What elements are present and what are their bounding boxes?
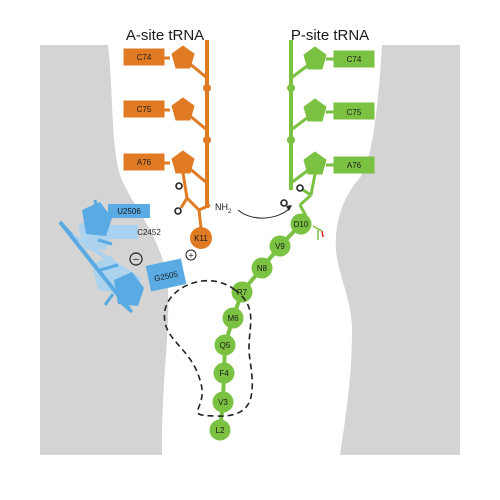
p-site-title: P-site tRNA bbox=[291, 27, 369, 44]
peptide-residue-q5 bbox=[214, 334, 236, 356]
a-site-c75-label: C75 bbox=[137, 105, 152, 114]
ribose-icon bbox=[171, 45, 195, 69]
peptide-residue-d10 bbox=[290, 213, 312, 235]
ribose-icon bbox=[114, 272, 144, 306]
phosphate-icon bbox=[287, 84, 295, 92]
carbonyl-mark-icon bbox=[312, 225, 323, 232]
p-site-nucleotide-c74 bbox=[333, 50, 375, 68]
p-site-nucleotide-a76 bbox=[333, 156, 375, 174]
peptide-residue-label: F4 bbox=[219, 369, 229, 378]
ribose-icon bbox=[303, 98, 327, 122]
rrna-u2506-label: U2506 bbox=[117, 207, 141, 216]
a-site-residue-k11 bbox=[190, 227, 212, 249]
ribose-icon bbox=[171, 150, 195, 174]
rrna-c2452-label: C2452 bbox=[137, 228, 161, 237]
peptide-residue-label: Q5 bbox=[220, 341, 231, 350]
a-site-a76-label: A76 bbox=[137, 158, 152, 167]
amine-label: NH2 bbox=[215, 202, 232, 215]
peptide-residue-label: V9 bbox=[275, 242, 285, 251]
oxygen-icon bbox=[175, 182, 183, 190]
rrna-base-g2505 bbox=[145, 258, 187, 292]
oxygen-icon bbox=[174, 207, 182, 215]
right-ribosome-wall bbox=[335, 45, 460, 455]
peptide-residue-v3 bbox=[212, 391, 234, 413]
rrna-nucleotides bbox=[58, 199, 187, 314]
a-site-residue-label: K11 bbox=[194, 234, 208, 243]
oxygen-icon bbox=[296, 184, 304, 192]
peptide-residue-r7 bbox=[231, 281, 253, 303]
phosphate-icon bbox=[203, 84, 211, 92]
ribose-icon bbox=[303, 151, 327, 175]
peptide-residue-label: N8 bbox=[257, 264, 268, 273]
ribose-icon bbox=[82, 202, 112, 236]
positive-charge-symbol: + bbox=[188, 251, 193, 261]
positive-charge-icon bbox=[185, 249, 197, 261]
negative-charge-icon bbox=[129, 252, 143, 266]
arrowhead-icon bbox=[286, 205, 292, 211]
rrna-backbone-shadow bbox=[70, 233, 142, 282]
peptide-residue-label: R7 bbox=[237, 288, 248, 297]
tunnel-dashed-outline bbox=[163, 280, 254, 417]
phosphate-icon bbox=[287, 136, 295, 144]
a-site-c74-label: C74 bbox=[137, 53, 152, 62]
peptide-residue-l2 bbox=[209, 419, 231, 441]
p-site-trna bbox=[287, 40, 375, 217]
left-ribosome-wall bbox=[40, 45, 169, 455]
p-site-c74-label: C74 bbox=[347, 55, 362, 64]
phosphate-icon bbox=[203, 136, 211, 144]
carbonyl-mark-icon bbox=[321, 230, 324, 238]
p-site-nucleotide-c75 bbox=[333, 102, 375, 120]
ribose-icon bbox=[171, 97, 195, 121]
peptide-residue-label: M6 bbox=[227, 314, 239, 323]
peptide-residue-n8 bbox=[251, 257, 273, 279]
peptide-residue-label: D10 bbox=[294, 220, 309, 229]
peptide-residue-v9 bbox=[269, 235, 291, 257]
nucleophilic-attack-arrow bbox=[237, 207, 291, 219]
ribose-icon bbox=[303, 46, 327, 70]
oxygen-icon bbox=[280, 199, 288, 207]
a-site-title: A-site tRNA bbox=[126, 27, 204, 44]
negative-charge-symbol: − bbox=[133, 254, 139, 266]
peptide-residue-f4 bbox=[213, 362, 235, 384]
p-site-c75-label: C75 bbox=[347, 108, 362, 117]
peptide-residue-m6 bbox=[222, 307, 244, 329]
p-site-a76-label: A76 bbox=[347, 161, 362, 170]
peptide-residue-label: V3 bbox=[218, 398, 228, 407]
rrna-base-u2506 bbox=[108, 204, 150, 218]
a-site-trna bbox=[123, 40, 211, 229]
peptide-residue-label: L2 bbox=[216, 426, 225, 435]
